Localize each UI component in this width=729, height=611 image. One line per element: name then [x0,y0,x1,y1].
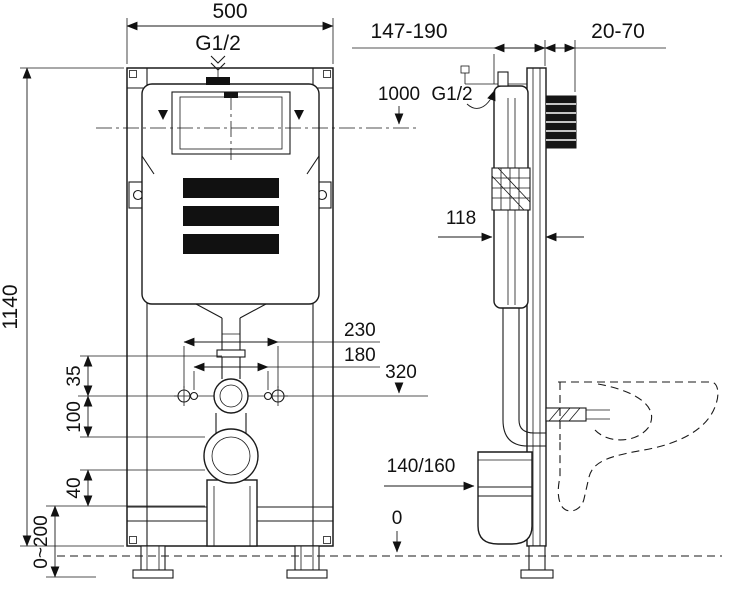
dim-depth: 147-190 [352,20,546,84]
wall-bracket [545,95,577,149]
dim-bolt-spacing: 230 180 [183,320,380,390]
side-pipes [477,308,546,545]
left-alignment-mark [158,110,168,120]
inlet-leader-arrow [466,89,496,109]
flush-pipe-outlet [213,378,249,414]
dim-height: 1140 [0,67,124,547]
dim-230-label: 230 [344,320,376,341]
dim-feet-label: 0~200 [31,515,52,568]
wall-anchor-screw [460,65,527,85]
dim-1000-label: 1000 [378,84,420,105]
waste-pipe-sleeve [206,479,258,547]
dim-100-label: 100 [64,401,85,433]
dim-outlet: 140/160 [384,456,475,491]
front-view: 500 G1/2 1140 35 100 40 0~200 [0,0,428,579]
side-cistern [491,71,531,309]
fill-valve [491,167,531,211]
side-inlet-label: G1/2 [431,84,472,105]
access-bar [183,234,279,254]
front-inlet-callout: G1/2 [195,32,241,77]
side-foot [520,545,554,579]
right-foot [294,545,320,571]
dim-left-chain: 35 100 40 0~200 [31,355,222,578]
dim-0-label: 0 [392,508,403,529]
side-rail [526,67,547,547]
front-outlets [78,378,428,547]
dim-width: 500 [126,0,334,64]
water-inlet-connector [206,77,230,85]
dim-height-label: 1140 [0,284,22,329]
dim-width-label: 500 [212,0,247,23]
dim-180-label: 180 [344,345,376,366]
front-cistern [96,77,420,305]
left-foot [140,545,166,571]
front-inlet-label: G1/2 [195,32,241,55]
right-alignment-mark [294,110,304,120]
dim-320-label: 320 [385,362,417,383]
dim-bracket: 20-70 [544,20,666,92]
front-feet [132,545,328,579]
waste-elbow [477,451,533,545]
dim-inlet-height: 1000 G1/2 [378,84,496,125]
dim-bolt-height: 320 [385,362,417,394]
access-bar [183,206,279,226]
toilet-bowl-outline [557,381,719,512]
dim-35-label: 35 [64,365,85,386]
dim-40-label: 40 [64,477,85,498]
side-inlet-fitting [497,71,509,87]
dim-floor-level: 0 [392,508,403,553]
dim-depth-label: 147-190 [370,20,447,43]
dim-118-label: 118 [446,208,476,229]
front-flush-pipe [195,303,267,379]
dim-cistern-depth: 118 [438,208,584,242]
access-bar [183,178,279,198]
side-view: 147-190 20-70 1000 G1/2 118 320 [352,20,719,579]
dim-140-160-label: 140/160 [387,456,456,477]
dim-bracket-label: 20-70 [591,20,645,43]
side-fixing-bolt [545,407,610,422]
